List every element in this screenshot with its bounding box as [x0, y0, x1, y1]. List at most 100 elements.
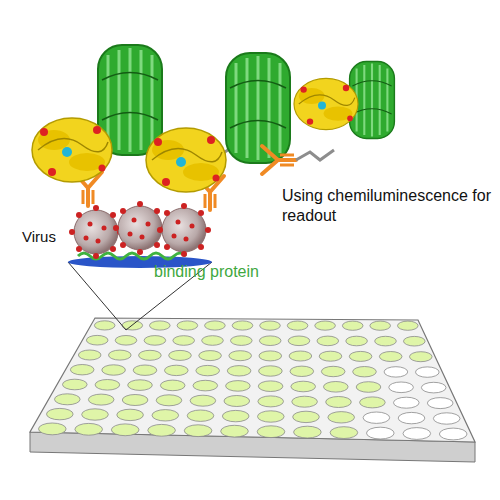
well — [86, 335, 108, 345]
well — [259, 336, 281, 346]
well — [205, 321, 226, 330]
well — [156, 395, 182, 406]
well — [293, 411, 320, 422]
well — [196, 365, 220, 375]
well — [324, 382, 349, 393]
well — [439, 428, 467, 440]
antibody-reporter — [262, 62, 394, 175]
well — [328, 412, 355, 423]
antibody-reporter — [32, 45, 162, 206]
well — [258, 381, 283, 392]
well — [319, 351, 342, 361]
well — [173, 336, 195, 346]
well — [128, 380, 153, 391]
well — [202, 336, 224, 346]
well — [367, 427, 395, 439]
well — [258, 396, 284, 407]
well — [144, 336, 166, 346]
well — [160, 380, 185, 391]
well — [370, 321, 391, 330]
well — [349, 351, 372, 361]
binding-protein-label: binding protein — [154, 262, 294, 282]
well — [133, 365, 157, 375]
well — [315, 321, 336, 330]
well — [384, 367, 408, 377]
well — [294, 426, 322, 438]
well — [356, 382, 381, 393]
well — [169, 350, 192, 360]
well — [122, 395, 148, 406]
well — [232, 321, 253, 330]
well — [184, 425, 212, 437]
antibody-reporter — [146, 53, 290, 210]
well — [221, 425, 249, 437]
well — [224, 396, 250, 407]
well — [47, 408, 74, 419]
well — [421, 382, 446, 393]
well — [177, 321, 198, 330]
well — [150, 321, 171, 330]
well — [152, 410, 179, 421]
well — [109, 350, 132, 360]
virus-particle — [157, 203, 211, 257]
well — [190, 395, 216, 406]
well — [227, 366, 251, 376]
well — [379, 352, 402, 362]
well — [75, 423, 103, 435]
well — [148, 424, 176, 436]
well — [193, 380, 218, 391]
well — [187, 410, 214, 421]
well-plate — [30, 318, 475, 462]
well — [94, 321, 115, 330]
well — [404, 336, 426, 346]
well — [292, 396, 318, 407]
well — [290, 366, 314, 376]
well — [231, 336, 253, 346]
well — [165, 365, 189, 375]
well — [416, 367, 440, 377]
well — [291, 381, 316, 392]
well — [289, 351, 312, 361]
well — [63, 379, 88, 390]
well — [78, 350, 101, 360]
well — [111, 424, 139, 436]
well — [287, 321, 308, 330]
well — [229, 351, 252, 361]
well — [257, 426, 285, 438]
well — [222, 410, 249, 421]
well — [226, 381, 251, 392]
well — [410, 352, 433, 362]
well — [95, 380, 120, 391]
well — [403, 428, 431, 440]
well — [288, 336, 310, 346]
well — [342, 321, 363, 330]
virus-particle — [69, 205, 123, 259]
readout-note: Using chemiluminescence for readout — [282, 186, 492, 226]
well — [258, 411, 285, 422]
well — [433, 413, 460, 424]
well — [326, 397, 352, 408]
well — [260, 321, 281, 330]
well — [259, 351, 282, 361]
well — [330, 427, 358, 439]
well — [346, 336, 368, 346]
well — [55, 394, 81, 405]
well — [88, 394, 114, 405]
well — [321, 366, 345, 376]
well — [317, 336, 339, 346]
well — [360, 397, 386, 408]
well — [199, 351, 222, 361]
well — [102, 365, 126, 375]
well — [139, 350, 162, 360]
well — [394, 397, 420, 408]
well — [39, 423, 67, 435]
well — [115, 336, 137, 346]
well — [82, 409, 109, 420]
well — [427, 398, 453, 409]
well — [389, 382, 414, 393]
well — [117, 409, 144, 420]
well — [398, 321, 419, 330]
well — [70, 365, 94, 375]
well — [363, 412, 390, 423]
